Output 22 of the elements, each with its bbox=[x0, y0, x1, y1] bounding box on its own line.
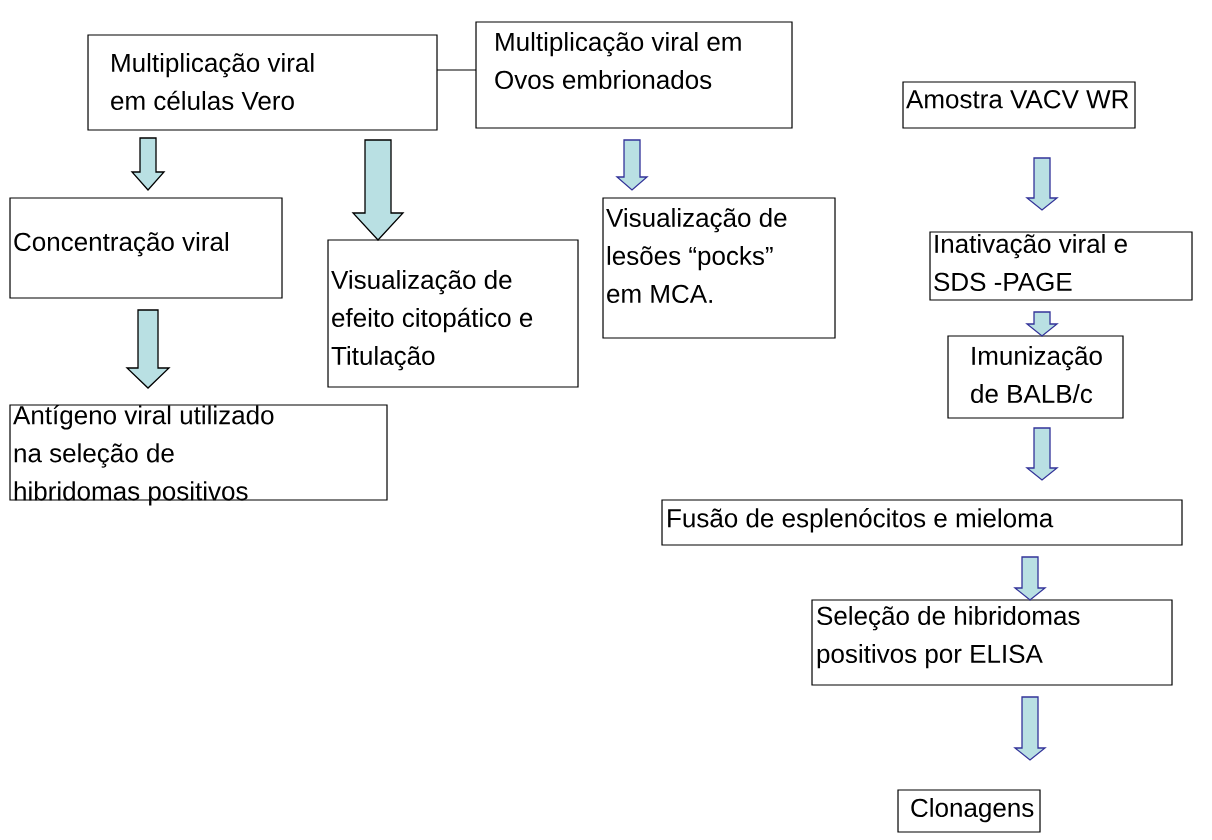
block-arrow bbox=[125, 309, 171, 389]
process-box: Multiplicação viral em células Vero bbox=[87, 34, 438, 131]
process-box: Inativação viral e SDS -PAGE bbox=[929, 231, 1193, 301]
block-arrow bbox=[1025, 427, 1059, 481]
connector-line bbox=[436, 69, 477, 71]
process-box: Antígeno viral utilizado na seleção de hibridomas positivos bbox=[9, 404, 388, 506]
process-box: Concentração viral bbox=[9, 197, 283, 299]
block-arrow bbox=[351, 139, 405, 241]
block-arrow bbox=[615, 139, 649, 191]
block-arrow bbox=[130, 137, 166, 191]
process-box: Fusão de esplenócitos e mieloma bbox=[661, 499, 1183, 546]
process-box: Seleção de hibridomas positivos por ELISA bbox=[811, 599, 1173, 686]
block-arrow bbox=[1025, 157, 1059, 211]
block-arrow bbox=[1013, 696, 1047, 761]
process-box: Clonagens bbox=[897, 789, 1041, 833]
block-arrow bbox=[1025, 311, 1059, 337]
process-box: Visualização de efeito citopático e Titulação bbox=[327, 239, 579, 388]
block-arrow bbox=[1013, 556, 1047, 601]
process-box: Imunização de BALB/c bbox=[947, 335, 1124, 419]
process-box: Amostra VACV WR bbox=[902, 81, 1136, 129]
process-box: Multiplicação viral em Ovos embrionados bbox=[475, 21, 793, 129]
process-box: Visualização de lesões “pocks” em MCA. bbox=[602, 197, 836, 339]
